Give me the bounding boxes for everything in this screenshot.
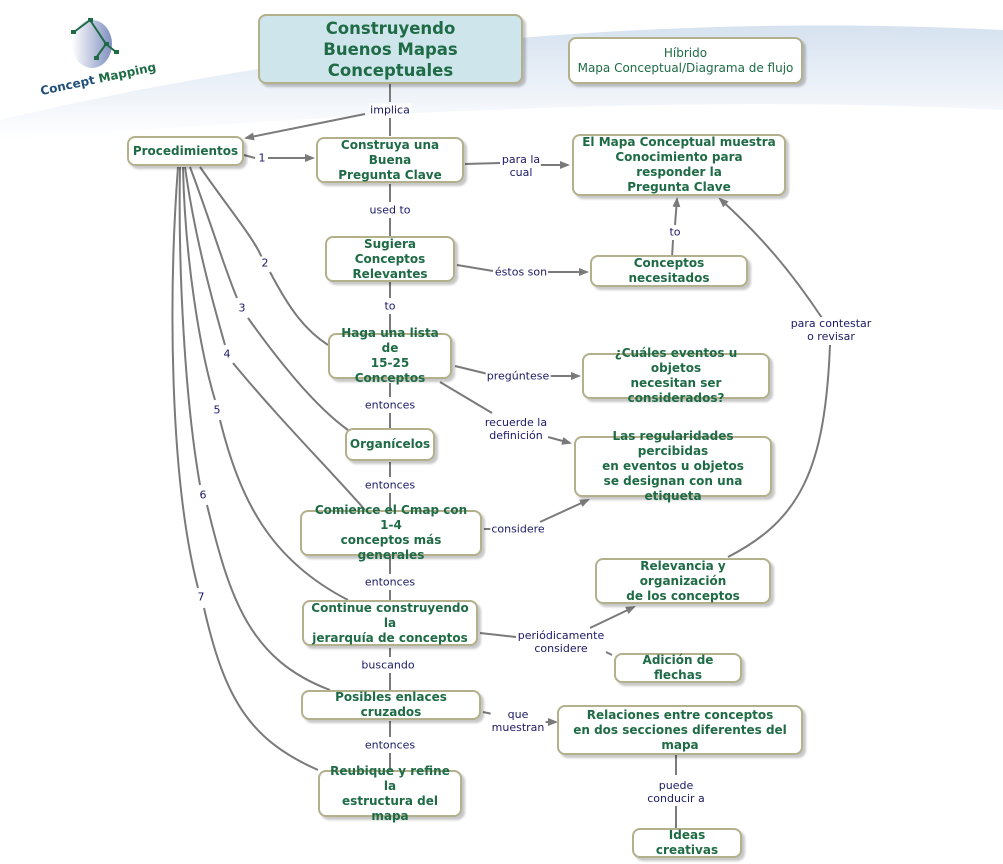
link-to-lista: to (383, 299, 397, 313)
node-reubique[interactable]: Reubique y refine la estructura del mapa (318, 764, 462, 823)
concept-mapping-logo (40, 14, 180, 124)
node-relaciones[interactable]: Relaciones entre conceptos en dos seccio… (557, 705, 803, 755)
link-para-la-cual: para la cual (500, 153, 542, 179)
node-comience-cmap[interactable]: Comience el Cmap con 1-4 conceptos más g… (300, 503, 482, 562)
link-7: 7 (196, 590, 206, 604)
link-recuerde: recuerde la definición (483, 416, 549, 442)
edge-period-relevancia (589, 606, 636, 629)
node-relevancia[interactable]: Relevancia y organización de los concept… (595, 558, 771, 604)
edge-7-reubique (203, 607, 319, 771)
link-implica: implica (369, 103, 411, 117)
link-entonces-4: entonces (363, 738, 417, 752)
edge-relevancia-contestar (727, 344, 831, 558)
edge-proc-6 (178, 166, 201, 486)
node-muestra-conocimiento[interactable]: El Mapa Conceptual muestra Conocimiento … (572, 134, 786, 196)
link-periodicamente: periódicamente considere (516, 629, 606, 655)
edge-proc-5 (182, 166, 216, 401)
node-continue-jerarquia[interactable]: Continue construyendo la jerarquía de co… (302, 600, 478, 646)
edge-to-muestra (672, 197, 681, 226)
node-conceptos-necesitados[interactable]: Conceptos necesitados (590, 255, 748, 287)
edge-proc-1 (243, 154, 256, 159)
node-sugiera-conceptos[interactable]: Sugiera Conceptos Relevantes (325, 236, 455, 282)
node-hybrid[interactable]: Híbrido Mapa Conceptual/Diagrama de fluj… (568, 37, 803, 84)
edge-2-lista (269, 271, 329, 346)
link-buscando: buscando (360, 658, 416, 672)
link-puede-conducir: puede conducir a (646, 779, 706, 805)
edge-6-enlaces (206, 504, 331, 691)
edge-5-continue (219, 419, 349, 601)
edge-proc-3 (189, 166, 238, 299)
link-6: 6 (198, 488, 208, 502)
edge-lista-preguntese (454, 365, 489, 375)
edge-implica-proc (244, 113, 366, 141)
link-entonces-1: entonces (363, 398, 417, 412)
edge-considere-regular (539, 499, 590, 523)
node-enlaces-cruzados[interactable]: Posibles enlaces cruzados (301, 690, 481, 720)
node-cuales-eventos[interactable]: ¿Cuáles eventos u objetos necesitan ser … (582, 346, 770, 405)
link-considere: considere (490, 522, 546, 536)
link-que-muestran: que muestran (490, 708, 546, 734)
link-entonces-3: entonces (363, 575, 417, 589)
edge-4-comience (232, 362, 366, 511)
node-ideas-creativas[interactable]: Ideas creativas (632, 828, 742, 858)
edge-pregunta-cual (464, 162, 501, 165)
node-adicion-flechas[interactable]: Adición de flechas (614, 653, 742, 683)
edge-continue-period (479, 632, 517, 638)
node-pregunta-clave[interactable]: Construya una Buena Pregunta Clave (316, 137, 464, 183)
edge-lista-recuerde (439, 381, 493, 414)
head-network-icon (71, 18, 119, 68)
link-preguntese: pregúntese (485, 369, 551, 383)
link-5: 5 (212, 403, 222, 417)
node-organicelos[interactable]: Organícelos (345, 428, 435, 461)
edge-proc-7 (171, 166, 199, 589)
edge-period-flechas (605, 651, 613, 656)
link-4: 4 (222, 347, 232, 361)
link-1: 1 (257, 151, 267, 165)
link-used-to: used to (368, 203, 412, 217)
node-haga-lista[interactable]: Haga una lista de 15-25 Conceptos (328, 326, 452, 385)
link-to-necesitados: to (668, 225, 682, 239)
node-main-title[interactable]: Construyendo Buenos Mapas Conceptuales (258, 14, 523, 84)
node-procedimientos[interactable]: Procedimientos (127, 136, 244, 166)
edge-contestar-muestra (718, 197, 823, 319)
link-3: 3 (237, 301, 247, 315)
edge-3-organ (247, 317, 349, 431)
edge-proc-2 (199, 166, 263, 259)
link-entonces-2: entonces (363, 478, 417, 492)
link-2: 2 (260, 256, 270, 270)
link-estos-son: éstos son (493, 265, 549, 279)
edge-recuerde-regular (547, 436, 572, 445)
edge-sugiera-estos (456, 264, 494, 272)
node-regularidades[interactable]: Las regularidades percibidas en eventos … (574, 429, 772, 503)
edge-proc-4 (184, 166, 226, 346)
link-para-contestar: para contestar o revisar (789, 317, 873, 343)
